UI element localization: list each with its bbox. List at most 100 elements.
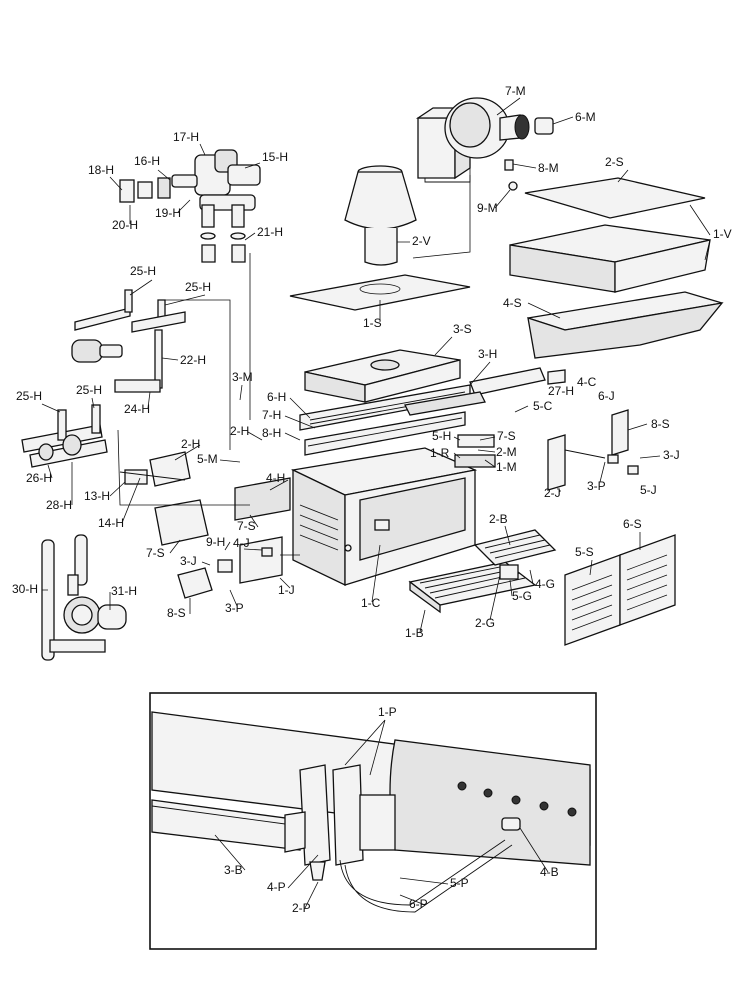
label-1P: 1-P <box>378 705 397 719</box>
label-9M: 9-M <box>477 201 498 215</box>
label-20H: 20-H <box>112 218 138 232</box>
label-5S: 5-S <box>575 545 594 559</box>
label-25H-c: 25-H <box>16 389 42 403</box>
label-28H: 28-H <box>46 498 72 512</box>
inset-detail <box>149 692 597 950</box>
label-25H-a: 25-H <box>130 264 156 278</box>
label-1V: 1-V <box>713 227 732 241</box>
label-17H: 17-H <box>173 130 199 144</box>
label-6J: 6-J <box>598 389 615 403</box>
label-8H: 8-H <box>262 426 281 440</box>
label-19H: 19-H <box>155 206 181 220</box>
label-3S: 3-S <box>453 322 472 336</box>
label-2V: 2-V <box>412 234 431 248</box>
blower-assembly <box>415 97 554 191</box>
label-5H: 5-H <box>432 429 451 443</box>
board-5H <box>457 434 495 448</box>
label-16H: 16-H <box>134 154 160 168</box>
combustion-chamber-1C <box>290 447 478 587</box>
label-3M: 3-M <box>232 370 253 384</box>
label-7S-c: 7-S <box>146 546 165 560</box>
label-4P: 4-P <box>267 880 286 894</box>
label-15H: 15-H <box>262 150 288 164</box>
flue-collector-4S <box>527 291 724 359</box>
label-7S-a: 7-S <box>497 429 516 443</box>
gas-piping-22H <box>71 289 186 393</box>
label-6H: 6-H <box>267 390 286 404</box>
top-cover-2S <box>524 177 706 219</box>
label-3P-left: 3-P <box>225 601 244 615</box>
label-31H: 31-H <box>111 584 137 598</box>
label-24H: 24-H <box>124 402 150 416</box>
label-5C: 5-C <box>533 399 553 413</box>
manifold-3H <box>404 367 566 416</box>
label-1B: 1-B <box>405 626 424 640</box>
label-4S: 4-S <box>503 296 522 310</box>
label-2H-b: 2-H <box>181 437 200 451</box>
label-4C: 4-C <box>577 375 597 389</box>
label-3H: 3-H <box>478 347 497 361</box>
jacket-1V <box>509 224 711 293</box>
label-25H-b: 25-H <box>185 280 211 294</box>
label-6M: 6-M <box>575 110 596 124</box>
label-13H: 13-H <box>84 489 110 503</box>
label-1C: 1-C <box>361 596 381 610</box>
label-6P: 6-P <box>409 897 428 911</box>
label-22H: 22-H <box>180 353 206 367</box>
label-4J: 4-J <box>233 536 250 550</box>
label-25H-d: 25-H <box>76 383 102 397</box>
label-5J: 5-J <box>640 483 657 497</box>
plate-7S <box>154 499 209 546</box>
control-2H <box>119 451 191 487</box>
label-5M: 5-M <box>197 452 218 466</box>
label-4G: 4-G <box>535 577 555 591</box>
bracket-2J <box>547 434 606 491</box>
plate-1S <box>289 274 471 311</box>
label-8S-right: 8-S <box>651 417 670 431</box>
label-27H: 27-H <box>548 384 574 398</box>
label-6S: 6-S <box>623 517 642 531</box>
gasket-4H <box>234 477 291 521</box>
label-7M: 7-M <box>505 84 526 98</box>
label-4H: 4-H <box>266 471 285 485</box>
cover-8S-right <box>611 409 629 456</box>
label-26H: 26-H <box>26 471 52 485</box>
label-8S-left: 8-S <box>167 606 186 620</box>
top-3S <box>304 349 461 403</box>
valve-assembly-30H <box>41 534 127 661</box>
vent-hood-2V <box>344 165 417 266</box>
label-18H: 18-H <box>88 163 114 177</box>
panel-6S <box>619 534 676 626</box>
label-2M: 2-M <box>496 445 517 459</box>
label-21H: 21-H <box>257 225 283 239</box>
label-2J: 2-J <box>544 486 561 500</box>
label-4B: 4-B <box>540 865 559 879</box>
label-1S: 1-S <box>363 316 382 330</box>
heat-exchanger-6H <box>299 384 471 456</box>
label-3B: 3-B <box>224 863 243 877</box>
label-14H: 14-H <box>98 516 124 530</box>
label-2H-a: 2-H <box>230 424 249 438</box>
label-7S-b: 7-S <box>237 519 256 533</box>
bracket-1J <box>217 536 283 584</box>
label-7H: 7-H <box>262 408 281 422</box>
label-8M: 8-M <box>538 161 559 175</box>
label-2G: 2-G <box>475 616 495 630</box>
label-2P: 2-P <box>292 901 311 915</box>
label-9H: 9-H <box>206 535 225 549</box>
manifold-26H <box>21 404 108 468</box>
label-2S: 2-S <box>605 155 624 169</box>
label-5G: 5-G <box>512 589 532 603</box>
label-2B: 2-B <box>489 512 508 526</box>
label-1M: 1-M <box>496 460 517 474</box>
panel-5S <box>564 554 621 646</box>
label-3J-right: 3-J <box>663 448 680 462</box>
label-30H: 30-H <box>12 582 38 596</box>
label-3J-left: 3-J <box>180 554 197 568</box>
label-3P-right: 3-P <box>587 479 606 493</box>
valve-assembly-15H <box>119 149 261 263</box>
label-1J: 1-J <box>278 583 295 597</box>
burner-2B <box>473 529 557 580</box>
cover-8S-left <box>177 567 213 599</box>
